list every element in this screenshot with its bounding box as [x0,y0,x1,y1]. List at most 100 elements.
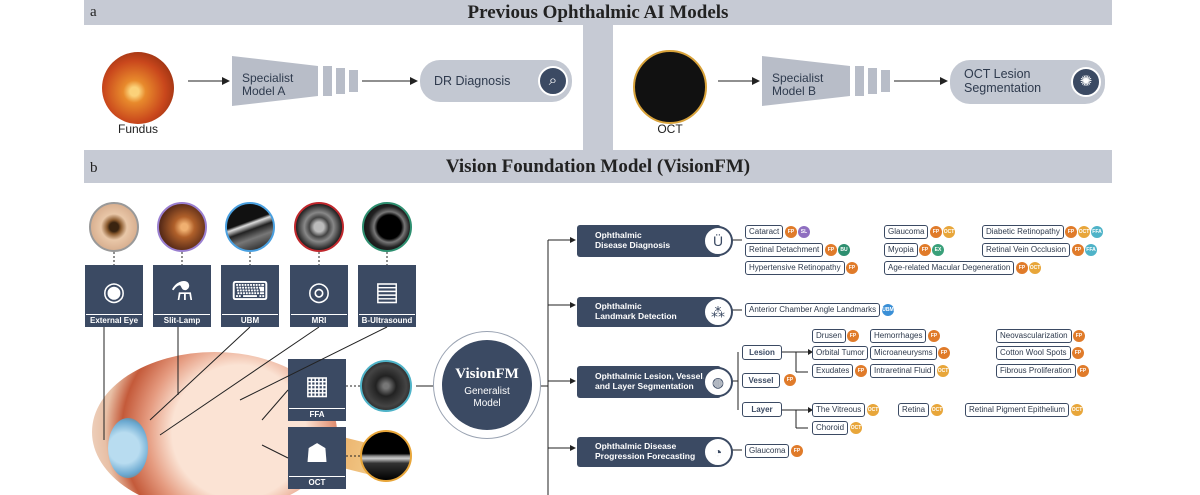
panel-b-letter: b [90,160,98,176]
task-tag: Retina [898,403,930,417]
task-tag: Cotton Wool Spots [996,346,1071,360]
task-tag: Glaucoma [884,225,929,239]
specialist-model-a: Specialist Model A [232,56,318,106]
modality-b-ultrasound: ▤B-Ultrasound [358,265,416,327]
model-a-layer [323,66,332,96]
oct-caption: OCT [657,122,683,136]
modality-badge: FP [1073,330,1085,342]
panel-a-letter: a [90,4,97,20]
task-tag: Intraretinal Fluid [870,364,936,378]
modality-badge: OCT [943,226,955,238]
task-progression-forecasting: Ophthalmic Disease Progression Forecasti… [577,437,733,467]
modality-badge: FP [1065,226,1077,238]
specialist-model-a-label: Specialist Model A [242,71,294,99]
task-tag: Myopia [884,243,918,257]
model-a-layer [336,68,345,94]
modality-badge: OCT [937,365,949,377]
subcat-layer: Layer [742,402,782,417]
visionfm-core: VisionFM Generalist Model [442,340,532,430]
slit-lamp-image [157,202,207,252]
fundus-caption: Fundus [117,122,159,136]
model-a-layer [349,70,358,92]
task-segmentation: Ophthalmic Lesion, Vessel, and Layer Seg… [577,366,733,398]
modality-badge: FP [1077,365,1089,377]
modality-badge: FP [1072,244,1084,256]
modality-badge: FP [847,330,859,342]
panel-a-title: Previous Ophthalmic AI Models [467,2,729,23]
magnifier-grid-icon: ⌕ [538,66,568,96]
vessel-badge: FP [784,374,796,386]
ffa-device-icon: ▦ [304,370,330,400]
modality-oct-label: OCT [289,476,345,488]
modality-badge: UBM [882,304,894,316]
eye-outline-icon: ◉ [102,276,126,306]
modality-badge: FP [930,226,942,238]
modality-badge: FP [846,262,858,274]
task-landmark-detection: Ophthalmic Landmark Detection ⁂ [577,297,733,327]
task-segmentation-label: Ophthalmic Lesion, Vessel, and Layer Seg… [595,371,706,391]
panel-b-banner: Vision Foundation Model (VisionFM) [84,150,1112,183]
model-b-layer [881,70,890,92]
modality-external-eye-label: External Eye [86,314,142,326]
dr-diagnosis-output: DR Diagnosis ⌕ [420,60,572,102]
oct-image [633,50,707,124]
modality-badge: FP [1072,347,1084,359]
modality-badge: OCT [1078,226,1090,238]
modality-ffa: ▦ FFA [288,359,346,421]
task-progression-forecasting-label: Ophthalmic Disease Progression Forecasti… [595,441,696,461]
subcat-vessel: Vessel [742,373,780,388]
ffa-image [360,360,412,412]
task-tag: Fibrous Proliferation [996,364,1076,378]
gauge-icon: ◔ [703,437,733,467]
oct-lesion-output: OCT Lesion Segmentation ✺ [950,60,1105,104]
modality-mri: ◎ MRI [290,265,348,327]
task-tag: Cataract [745,225,784,239]
modality-badge: OCT [850,422,862,434]
eye-cup-icon: Ü [703,226,733,256]
task-tag: The Vitreous [812,403,866,417]
task-tag: Hypertensive Retinopathy [745,261,845,275]
panel-b-title: Vision Foundation Model (VisionFM) [445,156,751,177]
modality-badge: FP [938,347,950,359]
modality-mri-label: MRI [291,314,347,326]
specialist-model-b: Specialist Model B [762,56,850,106]
task-landmark-detection-label: Ophthalmic Landmark Detection [595,301,677,321]
visionfm-name: VisionFM [455,366,519,382]
landmark-icon: ⁂ [703,297,733,327]
modality-badge: FP [928,330,940,342]
modality-badge: FP [785,226,797,238]
cornea-shape [108,418,148,478]
modality-badge: FP [919,244,931,256]
modality-badge: BU [838,244,850,256]
mri-image [294,202,344,252]
segmentation-icon: ✺ [1071,67,1101,97]
subcat-lesion: Lesion [742,345,782,360]
mri-scanner-icon: ◎ [307,276,331,306]
task-tag: Retinal Detachment [745,243,824,257]
modality-badge: SL [798,226,810,238]
task-tag: Choroid [812,421,849,435]
modality-badge: FP [791,445,803,457]
modality-badge: EX [932,244,944,256]
external-eye-image [89,202,139,252]
task-tag: Hemorrhages [870,329,927,343]
modality-ffa-label: FFA [289,408,345,420]
modality-badge: OCT [1029,262,1041,274]
oct-lesion-label: OCT Lesion Segmentation [964,67,1042,96]
task-tag: Glaucoma [745,444,790,458]
ubm-image [225,202,275,252]
task-tag: Neovascularization [996,329,1072,343]
b-ultrasound-image [362,202,412,252]
task-disease-diagnosis-label: Ophthalmic Disease Diagnosis [595,230,671,250]
eye-layers-icon: ◍ [703,367,733,397]
ultrasound-cart-icon: ▤ [374,276,400,306]
modality-badge: OCT [867,404,879,416]
modality-ubm: ⌨UBM [221,265,279,327]
modality-badge: OCT [1071,404,1083,416]
modality-external-eye: ◉ External Eye [85,265,143,327]
oct-scan-image [360,430,412,482]
task-disease-diagnosis: Ophthalmic Disease Diagnosis Ü [577,225,733,257]
modality-badge: FP [1016,262,1028,274]
model-b-layer [868,68,877,94]
